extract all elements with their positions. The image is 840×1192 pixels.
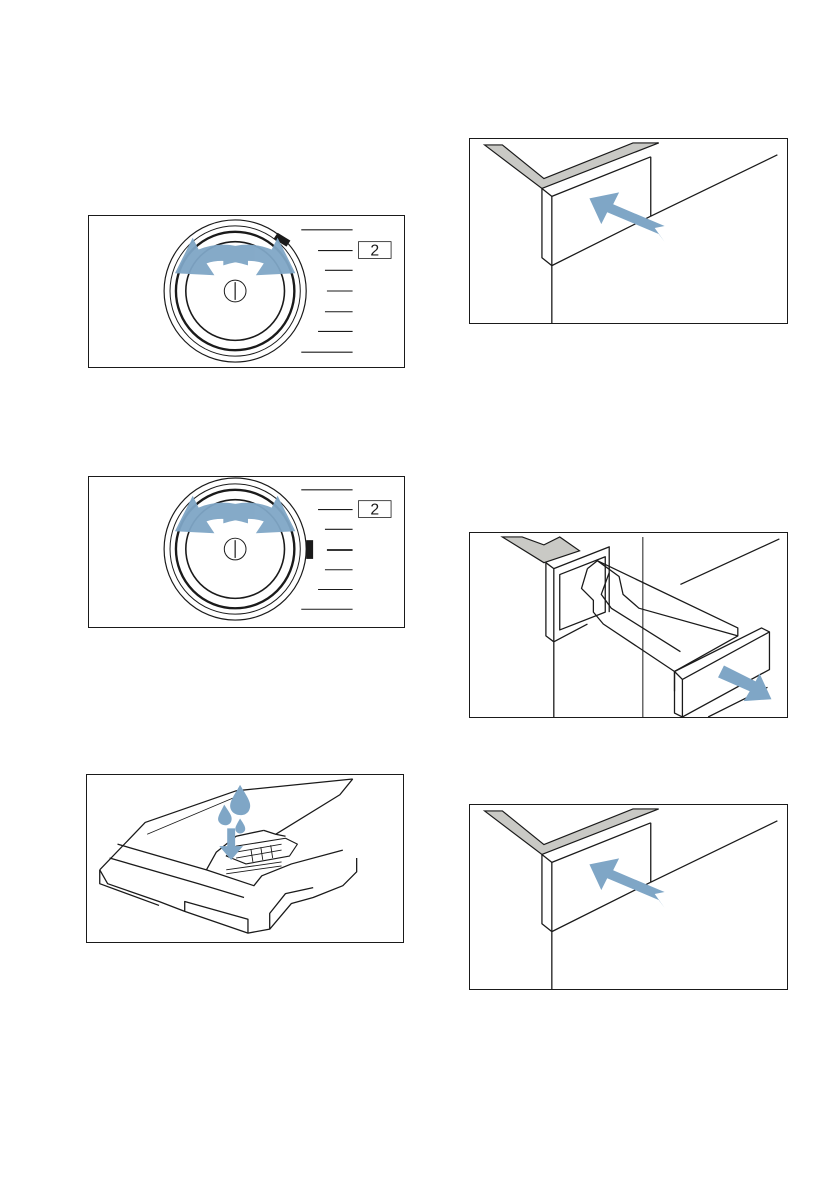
dial-figure-position-2: 2 xyxy=(88,476,405,628)
machine-frame-band xyxy=(485,809,659,855)
program-dial-illustration: 2 xyxy=(89,477,404,627)
machine-frame-band xyxy=(485,143,659,189)
arrow-push-icon xyxy=(587,190,664,243)
double-curved-arrow-icon xyxy=(175,496,295,534)
water-drop-icon xyxy=(218,785,250,834)
drawer-push-figure-bottom xyxy=(469,804,788,990)
machine-frame-band xyxy=(502,537,579,563)
arrow-push-icon xyxy=(589,858,664,907)
program-display-value: 2 xyxy=(370,502,379,519)
water-fill-figure xyxy=(86,774,404,943)
dial-selector-marker xyxy=(306,540,313,559)
program-dial-illustration: 2 xyxy=(89,216,404,367)
drawer-remove-illustration xyxy=(470,533,787,717)
arrow-pull-icon xyxy=(718,666,771,702)
dial-figure-position-1: 2 xyxy=(88,215,405,368)
program-display-value: 2 xyxy=(370,242,379,259)
drawer-pull-figure xyxy=(469,532,788,718)
program-scale-lines xyxy=(301,230,352,352)
double-curved-arrow-icon xyxy=(175,238,295,276)
water-container-illustration xyxy=(87,775,403,942)
drawer-insert-illustration xyxy=(470,805,787,989)
drawer-push-figure-top xyxy=(469,138,788,324)
drawer-insert-illustration xyxy=(470,139,787,323)
